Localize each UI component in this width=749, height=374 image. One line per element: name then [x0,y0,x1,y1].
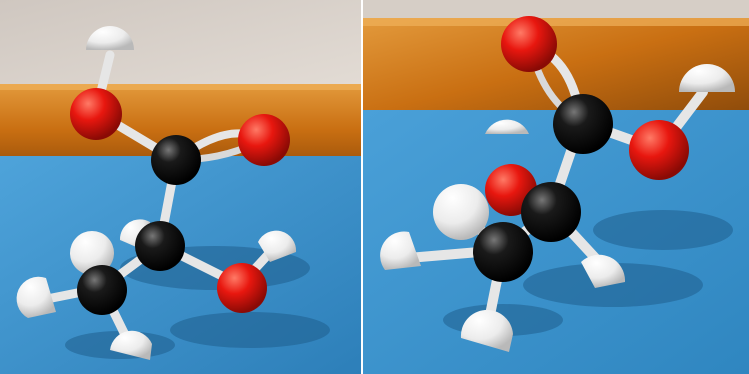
oxygen-atom [238,114,290,166]
hydrogen-atom [86,26,134,50]
carbon-atom [135,221,185,271]
hydrogen-atom [110,330,152,360]
oxygen-atom [70,88,122,140]
carbon-atom [77,265,127,315]
hydrogen-atom [70,231,114,275]
hydrogen-atom [16,276,57,318]
hydrogen-atom [679,64,735,92]
hydrogen-atom [485,119,529,134]
carbon-atom [521,182,581,242]
oxygen-atom [629,120,689,180]
molecule-model-right [363,0,749,374]
molecule-model-left [0,0,361,374]
molecule-photo-right [363,0,749,374]
carbon-atom [473,222,533,282]
hydrogen-atom [258,230,297,262]
shelf-edge [0,84,361,90]
molecule-photo-left [0,0,361,374]
hydrogen-atom [460,309,513,352]
hydrogen-atom [380,231,421,270]
carbon-atom [553,94,613,154]
hydrogen-atom [581,254,626,288]
oxygen-atom [501,16,557,72]
hydrogen-atom [433,184,489,240]
wall [0,0,361,92]
oxygen-atom [217,263,267,313]
carbon-atom [151,135,201,185]
shelf-edge [363,18,749,26]
